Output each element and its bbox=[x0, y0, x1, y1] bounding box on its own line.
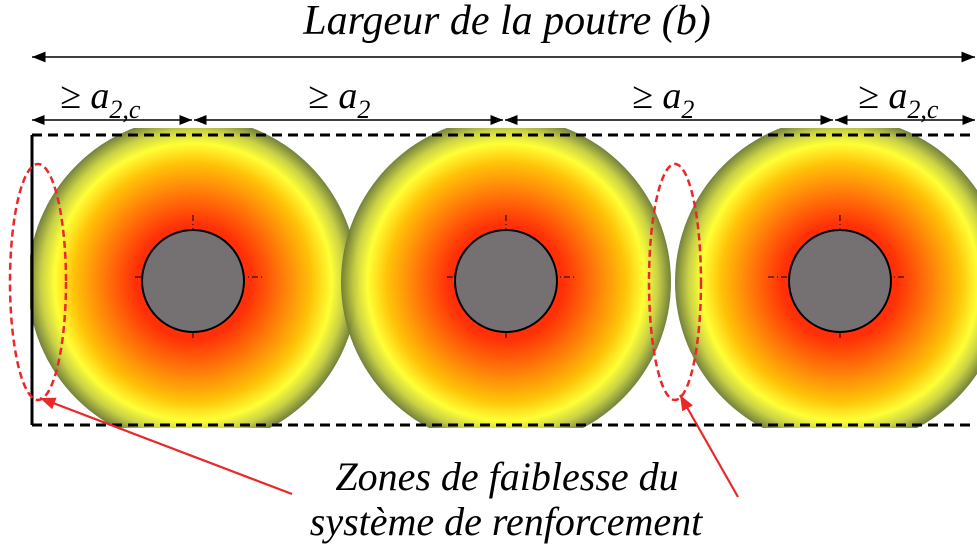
reinforcement-bar-middle bbox=[454, 229, 558, 333]
dim-label-edge-right: ≥ a2,c bbox=[858, 75, 939, 124]
weak-zone-edge bbox=[8, 162, 68, 402]
dim-label-spacing-2: ≥ a2 bbox=[632, 75, 694, 124]
reinforcement-bar-left bbox=[141, 229, 245, 333]
caption-line-2: système de renforcement bbox=[310, 499, 703, 544]
caption-line-1: Zones de faiblesse du bbox=[335, 454, 678, 499]
beam-width-title: Largeur de la poutre (b) bbox=[302, 0, 711, 44]
pointer-arrow-edge bbox=[39, 396, 293, 496]
pointer-arrow-between-bars bbox=[679, 394, 739, 498]
dim-label-edge-left: ≥ a2,c bbox=[60, 75, 141, 124]
dim-label-spacing-1: ≥ a2 bbox=[308, 75, 370, 124]
reinforcement-bar-right bbox=[788, 229, 892, 333]
weak-zone-between-bars bbox=[647, 162, 703, 402]
